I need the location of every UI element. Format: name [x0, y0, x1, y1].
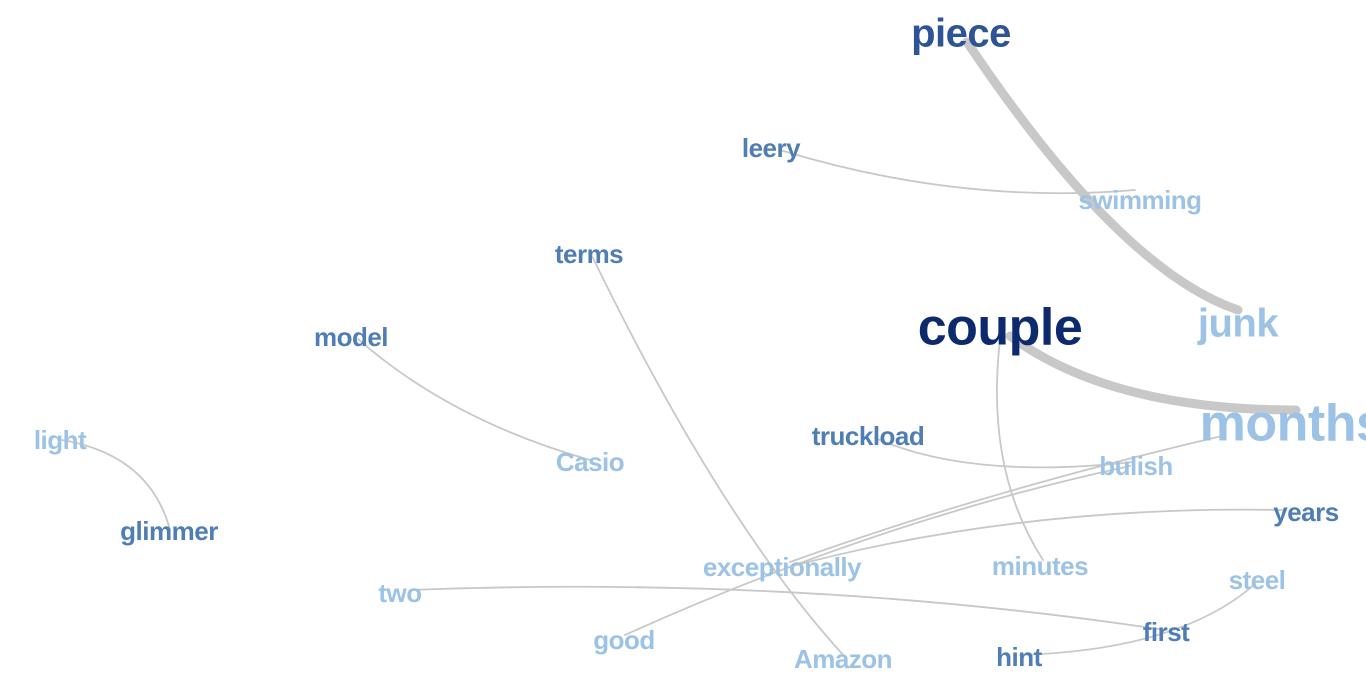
node-steel: steel — [1229, 565, 1286, 595]
nodes-layer: piece leery swimming terms model couple junk mo… — [34, 12, 1366, 674]
edge-months-exceptionally — [789, 435, 1223, 563]
edge-bulish-good — [624, 465, 1131, 636]
edge-couple-months — [1005, 331, 1301, 415]
node-junk: junk — [1197, 302, 1279, 346]
node-leery: leery — [742, 133, 801, 163]
edge-steel-hint — [1019, 583, 1256, 656]
edge-leery-swimming — [779, 149, 1136, 195]
node-two: two — [378, 578, 421, 608]
node-minutes: minutes — [992, 551, 1088, 581]
node-bulish: bulish — [1099, 451, 1173, 481]
node-first: first — [1143, 617, 1190, 647]
node-terms: terms — [555, 239, 623, 269]
node-truckload: truckload — [812, 421, 925, 451]
node-swimming: swimming — [1078, 185, 1201, 215]
edge-model-casio — [357, 338, 591, 461]
node-model: model — [314, 322, 388, 352]
node-light: light — [34, 425, 87, 455]
node-glimmer: glimmer — [120, 516, 218, 546]
edge-two-first — [409, 585, 1166, 631]
edge-couple-minutes — [996, 339, 1044, 561]
edge-years-exceptionally — [784, 508, 1283, 569]
node-exceptionally: exceptionally — [703, 552, 862, 582]
node-hint: hint — [996, 642, 1042, 672]
node-months: months — [1200, 395, 1366, 453]
node-years: years — [1273, 497, 1338, 527]
node-piece: piece — [911, 12, 1011, 56]
edge-terms-amazon — [591, 255, 846, 658]
node-casio: Casio — [556, 447, 624, 477]
node-amazon: Amazon — [794, 644, 892, 674]
node-good: good — [593, 625, 655, 655]
edge-truckload-bulish — [874, 437, 1134, 469]
edges-layer — [61, 37, 1301, 658]
node-couple: couple — [918, 299, 1083, 357]
edge-light-glimmer — [61, 439, 171, 531]
edge-piece-junk — [962, 37, 1243, 315]
